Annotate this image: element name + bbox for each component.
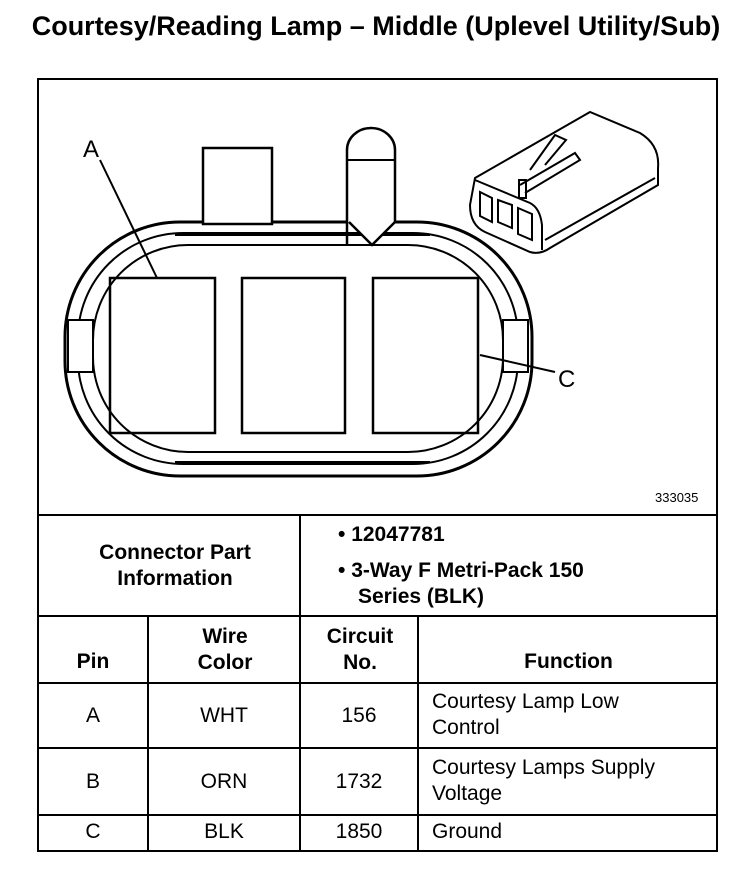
header-circuit: Circuit No. bbox=[326, 625, 394, 674]
wire-color: ORN bbox=[200, 770, 248, 793]
terminal-b bbox=[240, 276, 347, 435]
label-a: A bbox=[83, 136, 99, 163]
divider bbox=[37, 682, 718, 684]
function: Courtesy Lamps Supply Voltage bbox=[432, 756, 655, 805]
page-title: Courtesy/Reading Lamp – Middle (Uplevel … bbox=[31, 11, 721, 41]
wire-color: WHT bbox=[200, 704, 248, 727]
pin: A bbox=[85, 704, 100, 727]
connector-info-label: Connector Part Information bbox=[99, 541, 251, 590]
circuit-number: 156 bbox=[341, 704, 377, 727]
header-pin: Pin bbox=[76, 650, 110, 673]
pin: B bbox=[85, 770, 100, 793]
function: Ground bbox=[432, 820, 503, 843]
function: Courtesy Lamp Low Control bbox=[432, 690, 619, 739]
header-function: Function bbox=[524, 650, 613, 673]
circuit-number: 1732 bbox=[335, 770, 383, 793]
leader-c bbox=[479, 354, 556, 373]
divider bbox=[299, 615, 301, 852]
header-wire-color: Wire Color bbox=[197, 625, 253, 674]
divider bbox=[417, 615, 419, 852]
divider bbox=[37, 747, 718, 749]
diagram-frame bbox=[37, 78, 718, 852]
wire-color: BLK bbox=[204, 820, 244, 843]
connector-info-item: • 12047781 bbox=[338, 523, 445, 546]
connector-type: 3-Way F Metri-Pack 150 Series (BLK) bbox=[351, 559, 584, 608]
connector-3d-icon bbox=[468, 110, 660, 254]
figure-number: 333035 bbox=[655, 490, 698, 505]
terminal-c bbox=[371, 276, 480, 435]
circuit-number: 1850 bbox=[335, 820, 383, 843]
label-c: C bbox=[558, 366, 575, 393]
divider bbox=[37, 514, 718, 516]
divider bbox=[147, 615, 149, 852]
connector-diagram: A C 333035 bbox=[63, 110, 698, 505]
connector-face bbox=[63, 126, 534, 478]
leader-a bbox=[99, 159, 158, 279]
part-number: 12047781 bbox=[351, 523, 445, 546]
terminal-a bbox=[108, 276, 217, 435]
divider bbox=[299, 514, 301, 617]
divider bbox=[37, 615, 718, 617]
divider bbox=[37, 814, 718, 816]
connector-info-item: • 3-Way F Metri-Pack 150 Series (BLK) bbox=[338, 559, 584, 608]
pin: C bbox=[85, 820, 101, 843]
